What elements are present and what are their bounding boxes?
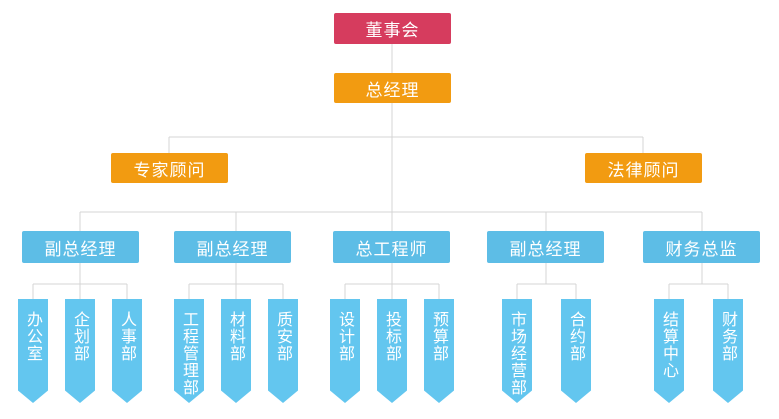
- dept-finance: 财务部: [713, 299, 743, 403]
- dept-quality-safety: 质安部: [268, 299, 298, 403]
- legal-advisor-node: 法律顾问: [585, 153, 702, 183]
- chief-engineer-node: 总工程师: [333, 231, 450, 263]
- manager-node-4: 副总经理: [487, 231, 604, 263]
- dept-design: 设计部: [330, 299, 360, 403]
- dept-hr: 人事部: [112, 299, 142, 403]
- dept-contracts: 合约部: [561, 299, 591, 403]
- dept-office: 办公室: [18, 299, 48, 403]
- general-manager-node: 总经理: [334, 73, 451, 103]
- manager-node-1: 副总经理: [22, 231, 139, 263]
- dept-bidding: 投标部: [377, 299, 407, 403]
- dept-budget: 预算部: [424, 299, 454, 403]
- board-node: 董事会: [334, 13, 451, 44]
- dept-engineering-management: 工程管理部: [174, 299, 204, 403]
- finance-director-node: 财务总监: [643, 231, 760, 263]
- dept-planning: 企划部: [65, 299, 95, 403]
- expert-advisor-node: 专家顾问: [111, 153, 228, 183]
- manager-node-2: 副总经理: [174, 231, 291, 263]
- dept-materials: 材料部: [221, 299, 251, 403]
- dept-marketing: 市场经营部: [502, 299, 532, 403]
- dept-settlement-center: 结算中心: [654, 299, 684, 403]
